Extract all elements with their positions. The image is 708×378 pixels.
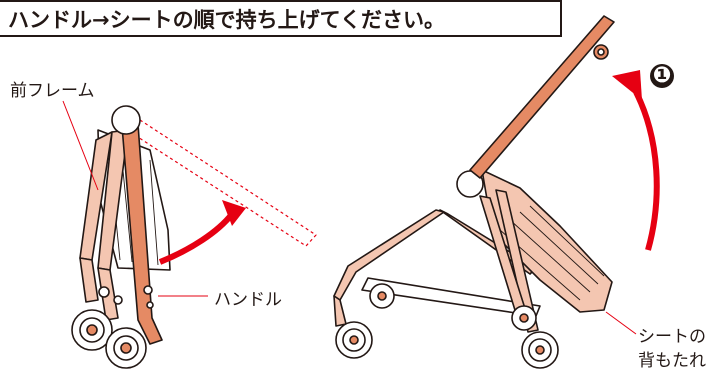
front-frame-leader [62,100,99,191]
label-seat-back-line2: 背もたれ [638,351,706,371]
label-handle: ハンドル [214,290,282,310]
unfolded-stroller [333,15,615,369]
label-front-frame: 前フレーム [10,81,95,101]
instruction-banner: ハンドル→シートの順で持ち上げてください。 [0,0,562,37]
banner-underline [0,37,560,40]
handle-bar-right [469,15,615,179]
folded-stroller [71,105,317,369]
label-seat-back-line1: シートの [638,327,706,347]
instruction-title: ハンドル→シートの順で持ち上げてください。 [8,7,445,32]
lift-arrow-right [633,90,660,251]
step-number-badge: ❶ [650,64,674,88]
seat-back-leader [605,311,637,335]
step-number: ❶ [652,63,672,88]
hinge-joint [111,105,141,135]
lift-arrow-left [158,212,235,265]
